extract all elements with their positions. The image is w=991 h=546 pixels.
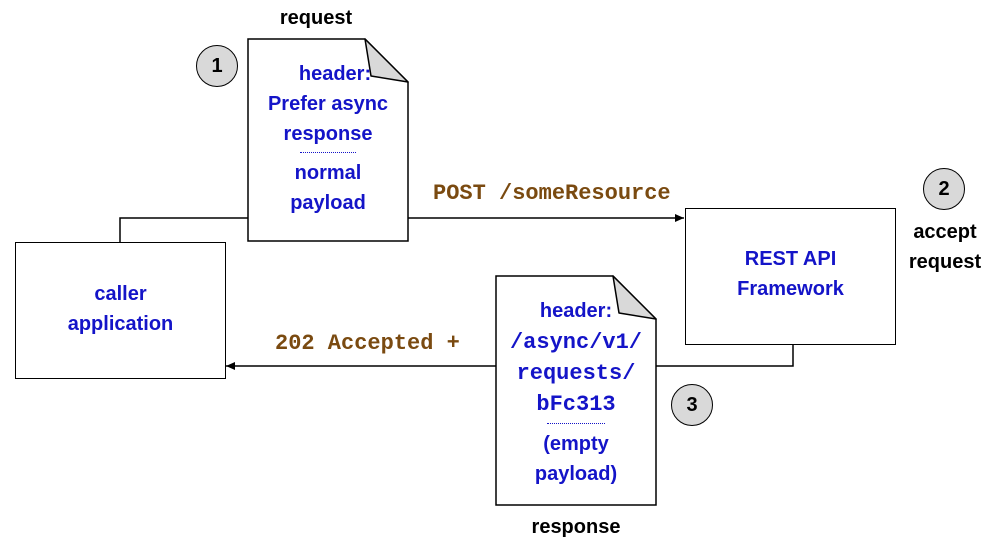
- response-caption: response: [531, 516, 621, 538]
- request-payload-line2: payload: [290, 192, 366, 214]
- response-header-label: header:: [539, 300, 613, 322]
- framework-label-line2: Framework: [737, 278, 844, 300]
- caller-label-line1: caller: [94, 283, 147, 305]
- response-document-shape: [495, 275, 657, 506]
- response-document-content: header: /async/v1/ requests/ bFc313 (emp…: [496, 296, 656, 489]
- response-path-line3: bFc313: [536, 392, 616, 417]
- request-divider: [300, 152, 356, 153]
- response-path-line2: requests/: [516, 361, 636, 386]
- caller-label-line2: application: [67, 313, 174, 335]
- step-1-badge: 1: [196, 45, 238, 87]
- request-header-label: header:: [298, 63, 372, 85]
- step-2-badge: 2: [923, 168, 965, 210]
- response-payload-line2: payload): [534, 463, 618, 485]
- response-connector: [656, 345, 794, 367]
- step-3-number: 3: [686, 393, 698, 416]
- request-header-line2: response: [283, 123, 373, 145]
- response-path-line1: /async/v1/: [509, 330, 643, 355]
- accept-request-caption: accept request: [900, 217, 990, 277]
- request-document-content: header: Prefer async response normal pay…: [248, 59, 408, 218]
- accept-caption-line2: request: [908, 251, 982, 273]
- request-document-shape: [247, 38, 409, 242]
- request-header-line1: Prefer async: [267, 93, 389, 115]
- post-label: POST /someResource: [433, 181, 671, 206]
- accept-caption-line1: accept: [913, 221, 977, 243]
- request-payload-line1: normal: [294, 162, 362, 184]
- caller-application-box: caller application: [15, 242, 226, 379]
- response-divider: [547, 423, 605, 424]
- request-connector: [119, 217, 248, 242]
- step-1-number: 1: [211, 54, 223, 77]
- step-2-number: 2: [938, 177, 950, 200]
- request-caption: request: [279, 7, 353, 29]
- accepted-label: 202 Accepted +: [275, 331, 460, 356]
- response-payload-line1: (empty: [543, 433, 609, 455]
- framework-label-line1: REST API: [744, 248, 837, 270]
- rest-api-framework-box: REST API Framework: [685, 208, 896, 345]
- step-3-badge: 3: [671, 384, 713, 426]
